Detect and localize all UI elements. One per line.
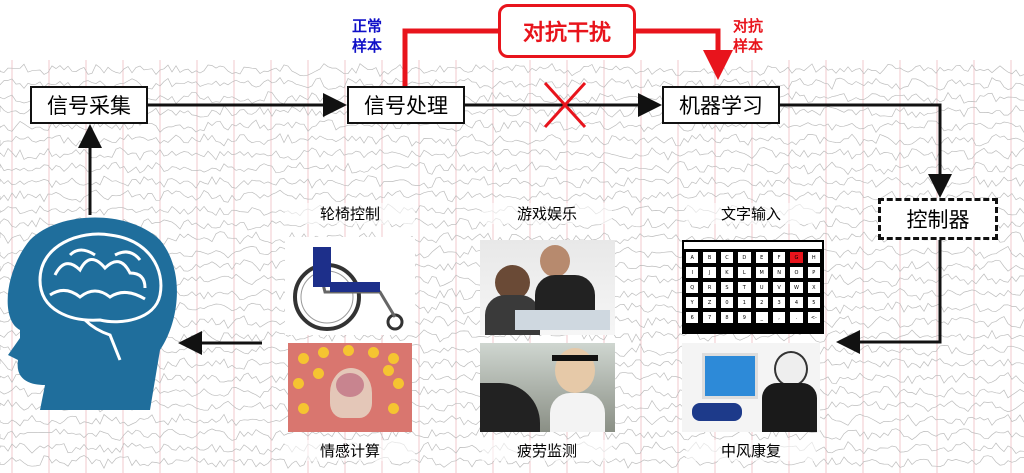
node-adversarial-attack: 对抗干扰 <box>498 4 636 58</box>
eeg-trace <box>0 91 1024 105</box>
speller-cell: N <box>772 267 786 278</box>
emotion-image <box>288 343 412 432</box>
speller-cell: A <box>686 252 699 263</box>
game-image <box>480 240 615 335</box>
speller-cell: 3 <box>772 297 786 308</box>
speller-cell: Y <box>686 297 699 308</box>
emoji-face-icon <box>318 347 329 358</box>
label-line: 样本 <box>352 37 383 55</box>
speller-cell: 2 <box>755 297 768 308</box>
speller-cell: B <box>703 252 716 263</box>
speller-cell: K <box>720 267 734 278</box>
speller-cell: M <box>755 267 768 278</box>
app-label-emotion: 情感计算 <box>285 440 415 461</box>
speller-cell: X <box>807 282 820 293</box>
speller-cell: U <box>755 282 768 293</box>
speller-cell: R <box>703 282 716 293</box>
label-line: 正常 <box>352 17 383 35</box>
emoji-face-icon <box>368 347 379 358</box>
speller-cell: , <box>772 312 786 323</box>
eeg-trace <box>0 426 1024 441</box>
label-line: 对抗 <box>733 17 764 35</box>
emoji-face-icon <box>388 403 399 414</box>
eeg-trace <box>0 133 1024 147</box>
emoji-face-icon <box>298 353 309 364</box>
speller-cell: D <box>738 252 751 263</box>
emoji-face-icon <box>313 368 324 379</box>
emoji-face-icon <box>298 403 309 414</box>
speller-cell: H <box>807 252 820 263</box>
emoji-face-icon <box>293 378 304 389</box>
app-label-stroke: 中风康复 <box>686 440 816 461</box>
normal-sample-label: 正常样本 <box>352 16 382 56</box>
node-signal-acquisition: 信号采集 <box>30 86 148 124</box>
eeg-trace <box>0 175 1024 189</box>
speller-cell: C <box>720 252 734 263</box>
node-signal-processing: 信号处理 <box>347 86 465 124</box>
speller-cell: Z <box>703 297 716 308</box>
emoji-face-icon <box>393 378 404 389</box>
speller-cell: 0 <box>720 297 734 308</box>
speller-cell: V <box>772 282 786 293</box>
speller-cell: 8 <box>720 312 734 323</box>
eeg-trace <box>0 119 1024 133</box>
speller-cell: I <box>686 267 699 278</box>
eeg-trace <box>0 63 1024 78</box>
app-label-wheelchair: 轮椅控制 <box>285 203 415 224</box>
speller-cell: 9 <box>738 312 751 323</box>
app-label-fatigue: 疲劳监测 <box>482 440 612 461</box>
speller-cell: O <box>790 267 803 278</box>
speller-cell: . <box>790 312 803 323</box>
speller-cell: 4 <box>790 297 803 308</box>
eeg-trace <box>0 454 1024 470</box>
label-line: 样本 <box>733 37 764 55</box>
speller-cell: 1 <box>738 297 751 308</box>
node-machine-learning: 机器学习 <box>662 86 780 124</box>
fatigue-driving-image <box>480 343 615 432</box>
speller-cell: _ <box>755 312 768 323</box>
adversarial-sample-label: 对抗样本 <box>733 16 763 56</box>
app-label-typing: 文字输入 <box>686 203 816 224</box>
speller-cell: S <box>720 282 734 293</box>
speller-cell: W <box>790 282 803 293</box>
speller-cell: <- <box>807 312 820 323</box>
eeg-trace <box>0 77 1024 91</box>
eeg-trace <box>0 161 1024 176</box>
stroke-rehab-image <box>682 343 820 432</box>
speller-output-bar <box>684 242 822 249</box>
speller-cell: 5 <box>807 297 820 308</box>
node-controller: 控制器 <box>878 198 998 240</box>
wheelchair-image <box>285 237 415 335</box>
speller-cell: J <box>703 267 716 278</box>
emoji-face-icon <box>383 365 394 376</box>
eeg-trace <box>0 231 1024 245</box>
speller-cell: 6 <box>686 312 699 323</box>
speller-cell: T <box>738 282 751 293</box>
brain-head-icon <box>7 217 177 410</box>
emoji-face-icon <box>343 345 354 356</box>
speller-cell: E <box>755 252 768 263</box>
speller-cell: P <box>807 267 820 278</box>
eeg-trace <box>0 189 1024 203</box>
speller-cell: G <box>790 252 803 263</box>
speller-cell: Q <box>686 282 699 293</box>
emoji-face-icon <box>388 353 399 364</box>
speller-cell: 7 <box>703 312 716 323</box>
speller-cell: L <box>738 267 751 278</box>
eeg-trace <box>0 147 1024 162</box>
eeg-trace <box>0 105 1024 119</box>
speller-cell: F <box>772 252 786 263</box>
app-label-game: 游戏娱乐 <box>482 203 612 224</box>
eeg-trace <box>0 217 1024 231</box>
